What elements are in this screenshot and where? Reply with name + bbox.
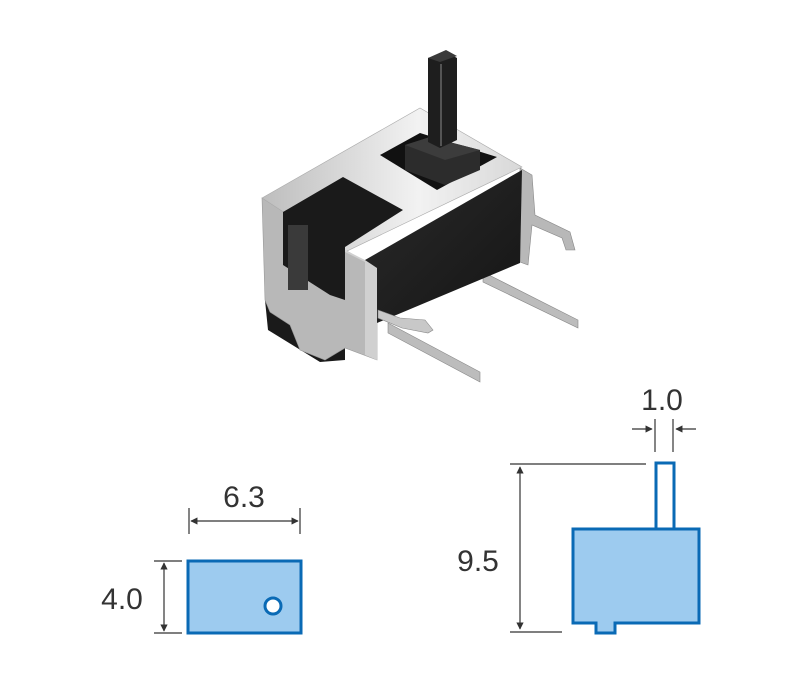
left-opening xyxy=(283,177,403,300)
actuator-side xyxy=(288,225,308,290)
top-view-drawing: 6.3 4.0 xyxy=(101,481,303,635)
lever-top xyxy=(428,50,457,62)
top-view-hole xyxy=(263,596,283,616)
front-pin xyxy=(387,322,481,383)
lever-width-label: 1.0 xyxy=(641,384,683,417)
depth-label: 4.0 xyxy=(101,583,143,616)
housing-right-face xyxy=(365,170,522,323)
height-label: 9.5 xyxy=(457,545,499,578)
side-view-lever xyxy=(654,461,676,531)
lever xyxy=(428,52,457,148)
top-view-body xyxy=(186,559,303,635)
lever-base-top xyxy=(405,137,480,160)
housing-edge xyxy=(345,250,377,360)
side-lug-right xyxy=(519,167,576,266)
side-lug-front xyxy=(377,309,434,334)
switch-3d-render xyxy=(261,50,579,383)
side-view-outline xyxy=(571,461,701,635)
side-view-drawing: 9.5 1.0 xyxy=(457,384,701,635)
width-label: 6.3 xyxy=(223,481,265,514)
rear-pin xyxy=(482,271,579,329)
